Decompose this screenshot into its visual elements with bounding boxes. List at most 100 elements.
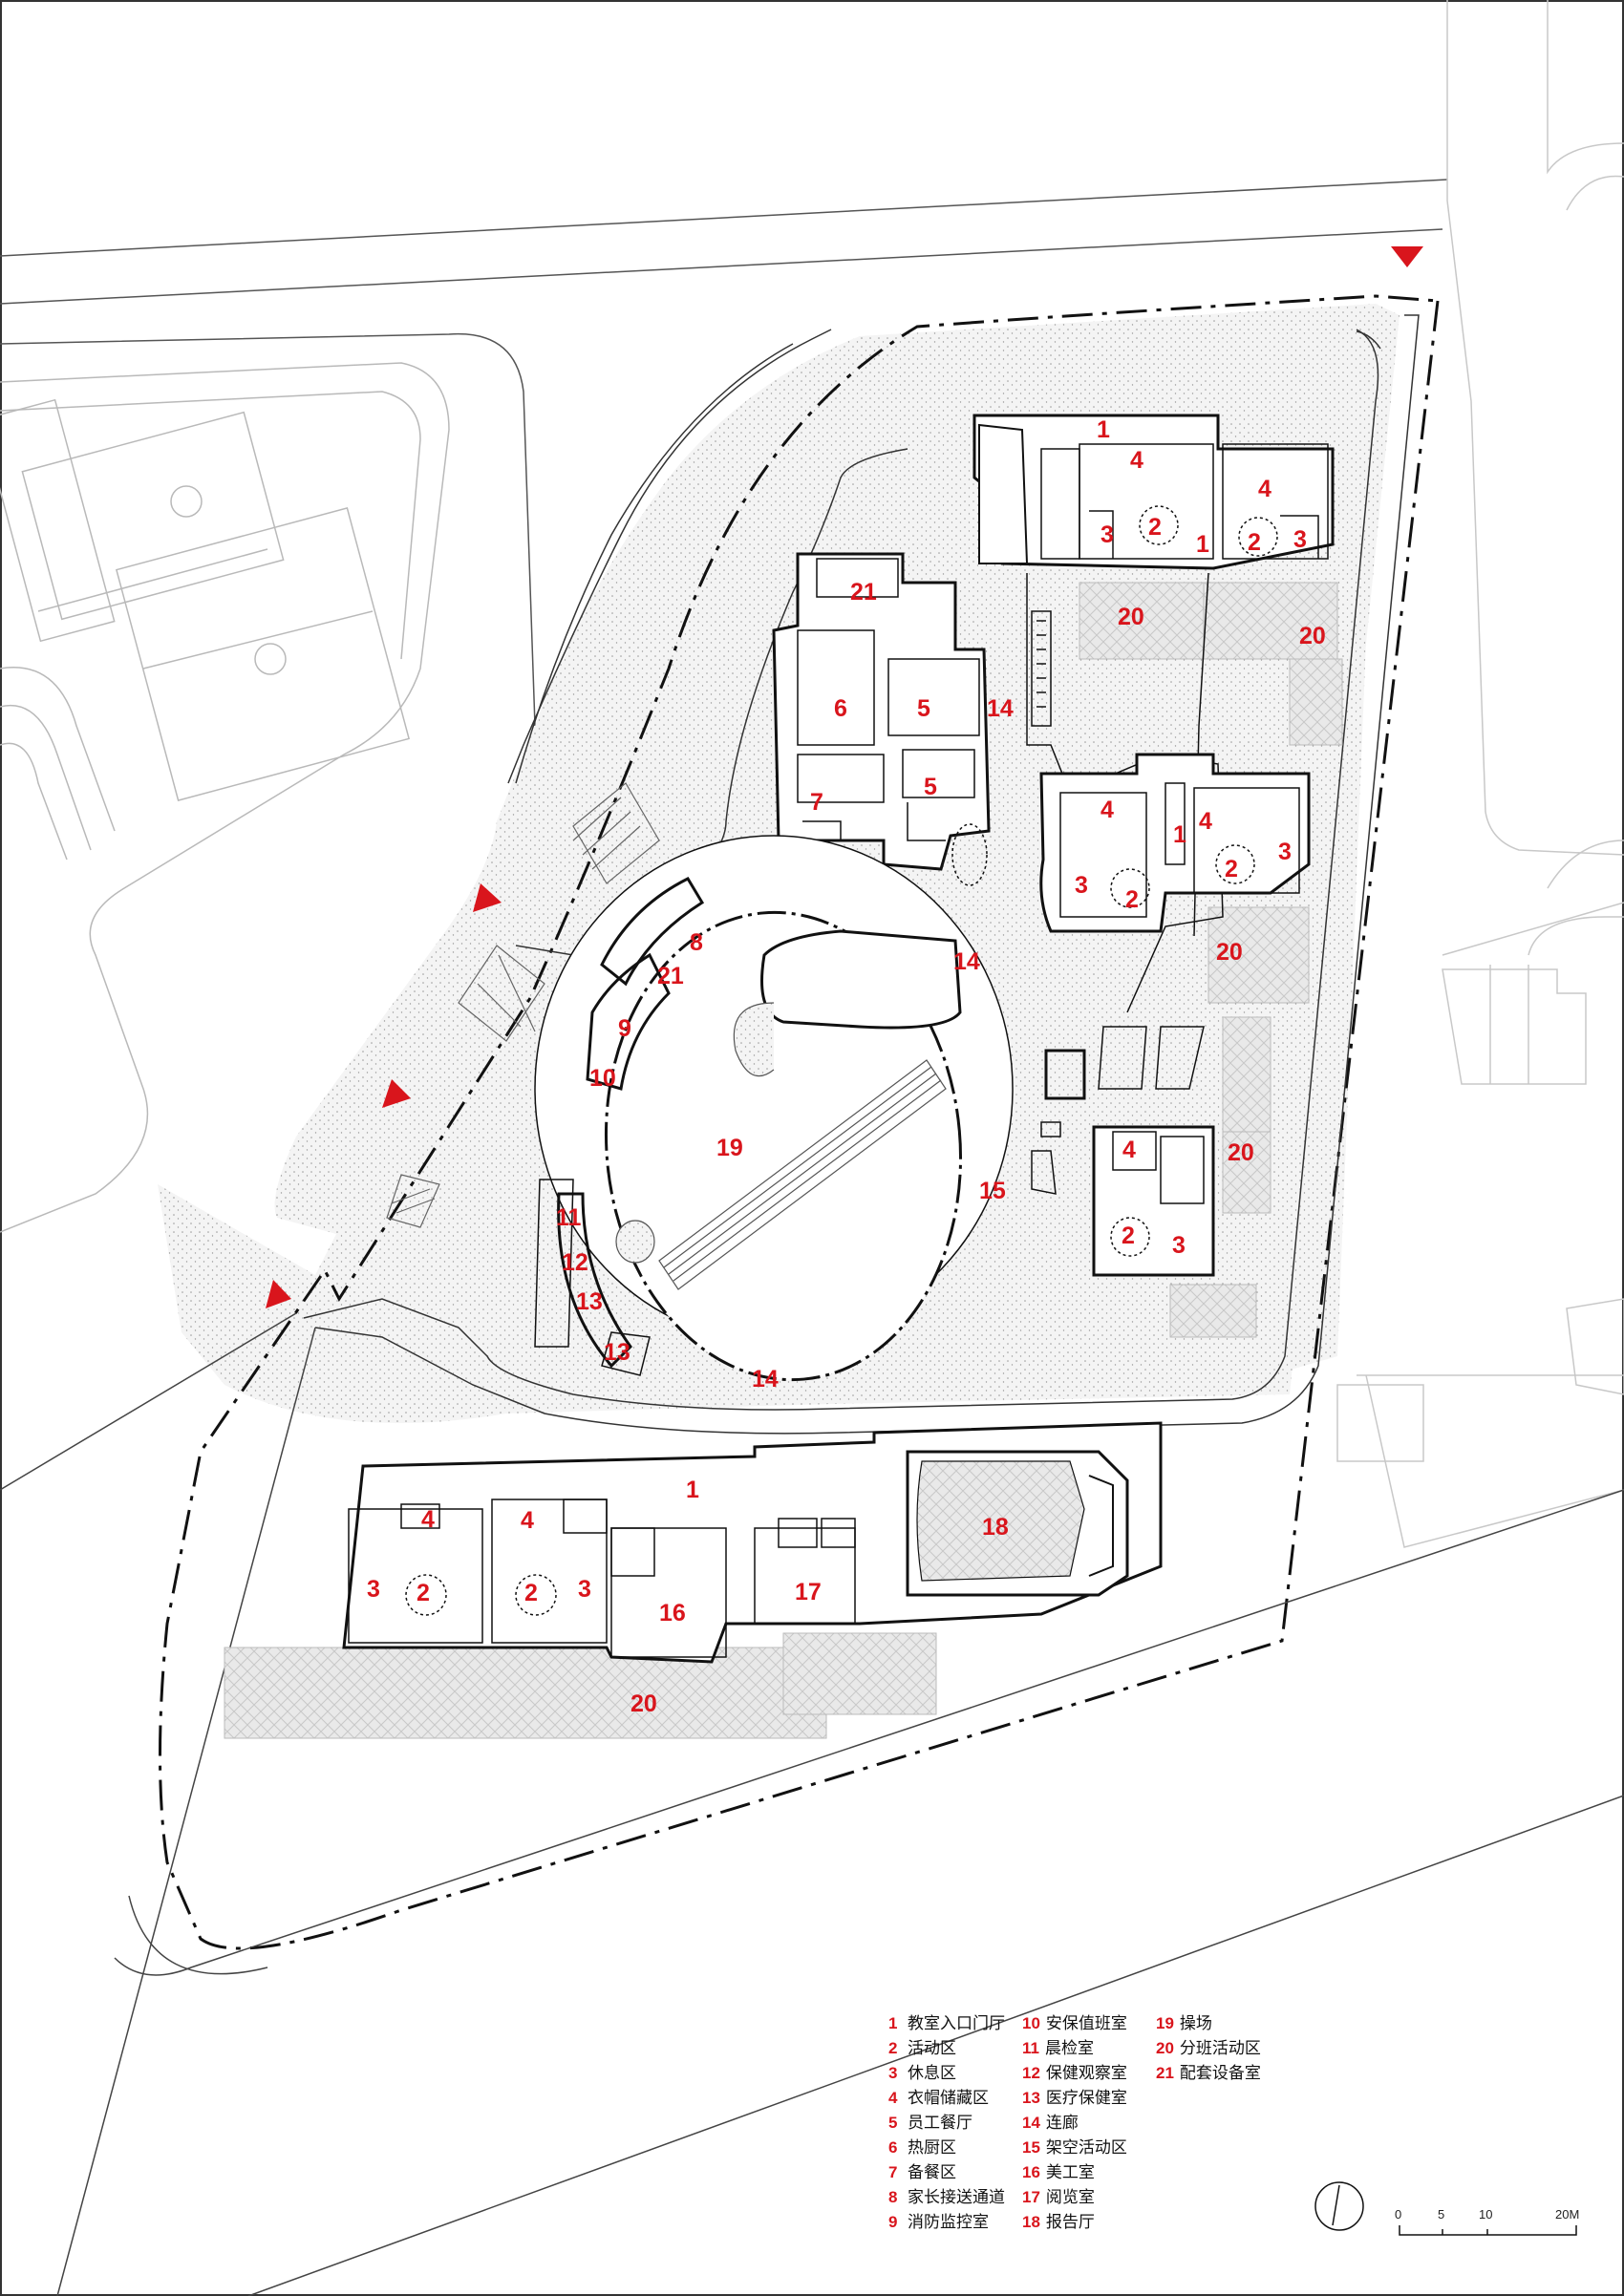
room-label: 20 — [1299, 623, 1326, 649]
east-faint-road — [1336, 0, 1624, 1548]
oval-track — [615, 929, 962, 1290]
room-label: 3 — [1075, 872, 1088, 899]
room-label: 3 — [1100, 521, 1114, 548]
room-label: 7 — [810, 789, 823, 816]
building-south-interior — [348, 1499, 856, 1658]
legend-label: 衣帽储藏区 — [908, 2089, 989, 2108]
room-label: 10 — [589, 1065, 616, 1092]
room-label: 8 — [690, 929, 703, 956]
entrance-arrow-west-2 — [382, 1079, 411, 1108]
room-label: 9 — [618, 1015, 631, 1042]
room-label: 2 — [1148, 514, 1162, 541]
room-label: 4 — [521, 1507, 534, 1534]
room-label: 4 — [1122, 1137, 1136, 1163]
legend-item: 9 消防监控室 — [888, 2210, 1005, 2235]
legend-number: 17 — [1022, 2188, 1040, 2206]
building-east-south — [1092, 1125, 1215, 1277]
ring-west-rooms — [557, 877, 705, 1369]
legend-item: 11 晨检室 — [1022, 2036, 1127, 2061]
room-label: 4 — [1258, 476, 1271, 502]
parking-area — [386, 782, 660, 1228]
legend-label: 架空活动区 — [1045, 2138, 1127, 2158]
room-label: 4 — [421, 1506, 435, 1533]
legend-label: 员工餐厅 — [908, 2114, 972, 2133]
legend-label: 消防监控室 — [908, 2213, 989, 2232]
room-label: 2 — [417, 1580, 430, 1606]
scale-tick-label: 10 — [1479, 2207, 1492, 2222]
legend-label: 阅览室 — [1045, 2188, 1095, 2207]
room-label: 1 — [1097, 416, 1110, 443]
building-kitchen — [772, 423, 1029, 871]
legend-label: 操场 — [1179, 2014, 1212, 2033]
room-label: 2 — [1225, 856, 1238, 882]
room-label: 3 — [578, 1576, 591, 1603]
room-label: 4 — [1100, 797, 1114, 823]
room-label: 1 — [1173, 821, 1186, 848]
room-label: 20 — [630, 1690, 657, 1717]
scale-bar-labels: 0 5 10 20M — [1395, 2207, 1579, 2222]
building-northeast-interior — [1079, 443, 1329, 560]
entrance-arrow-west-1 — [473, 883, 502, 912]
legend-number: 2 — [888, 2039, 898, 2057]
legend-label: 报告厅 — [1045, 2213, 1095, 2232]
entrance-markers — [266, 246, 1423, 1308]
room-label: 17 — [795, 1579, 822, 1605]
legend-label: 医疗保健室 — [1045, 2089, 1127, 2108]
legend-label: 热厨区 — [908, 2138, 956, 2158]
legend-label: 晨检室 — [1044, 2039, 1094, 2058]
room-label: 5 — [924, 774, 937, 800]
room-label: 13 — [604, 1339, 630, 1366]
room-label: 4 — [1130, 447, 1143, 474]
room-label: 20 — [1216, 939, 1243, 966]
legend-number: 9 — [888, 2213, 898, 2231]
building-kitchen-interior — [797, 558, 988, 886]
room-label: 21 — [850, 579, 877, 606]
room-label: 6 — [834, 695, 847, 722]
legend-number: 20 — [1156, 2039, 1174, 2057]
legend-item: 8 家长接送通道 — [888, 2185, 1005, 2210]
building-east-middle — [1039, 753, 1311, 933]
room-label: 3 — [1172, 1232, 1186, 1259]
room-label: 21 — [657, 963, 684, 989]
room-labels: 1 4 3 2 1 2 4 3 21 6 5 14 7 5 20 20 4 1 … — [367, 416, 1326, 1717]
legend-label: 家长接送通道 — [908, 2188, 1005, 2207]
ring-connector-rooms — [534, 1179, 651, 1376]
scale-tick-label: 20M — [1555, 2207, 1579, 2222]
legend-label: 配套设备室 — [1179, 2064, 1261, 2083]
room-label: 1 — [1196, 531, 1209, 558]
legend-label: 保健观察室 — [1045, 2064, 1127, 2083]
room-label: 14 — [987, 695, 1014, 722]
activity-courts — [224, 582, 1343, 1739]
scale-bar — [1399, 2225, 1577, 2236]
north-arrow — [1314, 2181, 1364, 2231]
room-label: 16 — [659, 1600, 686, 1626]
legend-number: 15 — [1022, 2138, 1040, 2157]
room-label: 5 — [917, 695, 930, 722]
legend-number: 11 — [1022, 2039, 1039, 2057]
room-label: 20 — [1118, 604, 1144, 630]
legend-number: 8 — [888, 2188, 898, 2206]
room-label: 14 — [752, 1366, 779, 1392]
sports-field — [0, 362, 450, 1233]
room-label: 2 — [1248, 529, 1261, 556]
legend-item: 17 阅览室 — [1022, 2185, 1127, 2210]
room-label: 2 — [1122, 1222, 1135, 1249]
building-east-middle-interior — [1059, 782, 1300, 918]
auditorium — [906, 1450, 1129, 1597]
entrance-arrow-west-3 — [266, 1280, 291, 1308]
